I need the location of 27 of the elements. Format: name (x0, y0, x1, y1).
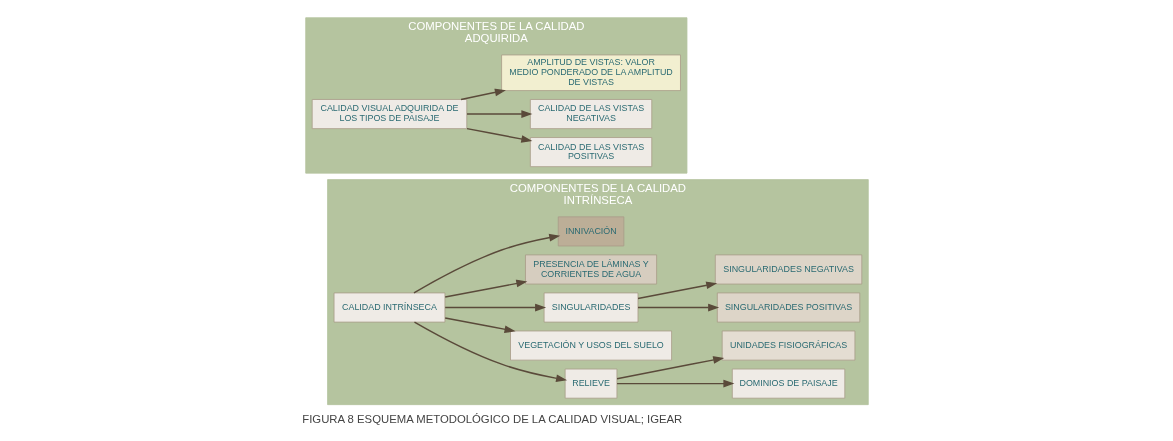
arrow (443, 317, 516, 334)
arrow (413, 321, 567, 383)
node-box: CALIDAD DE LAS VISTAS POSITIVAS (529, 137, 652, 168)
node-box: SINGULARIDADES (543, 292, 638, 323)
node-box: CALIDAD DE LAS VISTAS NEGATIVAS (529, 99, 652, 130)
arrow (443, 303, 546, 312)
node-box: SINGULARIDADES POSITIVAS (716, 292, 860, 323)
arrow (636, 281, 717, 300)
caption: FIGURA 8 ESQUEMA METODOLÓGICO DE LA CALIDAD VISUAL; IGEAR (301, 413, 682, 426)
node-box: PRESENCIA DE LÁMINAS Y CORRIENTES DE AGUA (524, 254, 657, 285)
node-box: UNIDADES FISIOGRÁFICAS (721, 330, 855, 361)
node-box: DOMINIOS DE PAISAJE (731, 368, 845, 399)
node-box: INNIVACIÓN (557, 216, 624, 247)
arrow (465, 110, 532, 118)
arrow (459, 88, 506, 101)
arrow (465, 127, 532, 143)
node-box: CALIDAD INTRÍNSECA (333, 292, 445, 323)
arrow (443, 279, 527, 298)
node-box: SINGULARIDADES NEGATIVAS (714, 254, 862, 285)
arrow (615, 379, 734, 388)
node-box: CALIDAD VISUAL ADQUIRIDA DE LOS TIPOS DE PAISAJE (311, 99, 467, 130)
arrow (412, 233, 560, 294)
arrow (615, 356, 724, 380)
node-box: AMPLITUD DE VISTAS: VALOR MEDIO PONDERADO DE LA AMPLITUD DE VISTAS (500, 54, 681, 91)
node-box: RELIEVE (564, 368, 617, 399)
node-box: VEGETACIÓN Y USOS DEL SUELO (509, 330, 672, 361)
arrow (636, 303, 719, 312)
